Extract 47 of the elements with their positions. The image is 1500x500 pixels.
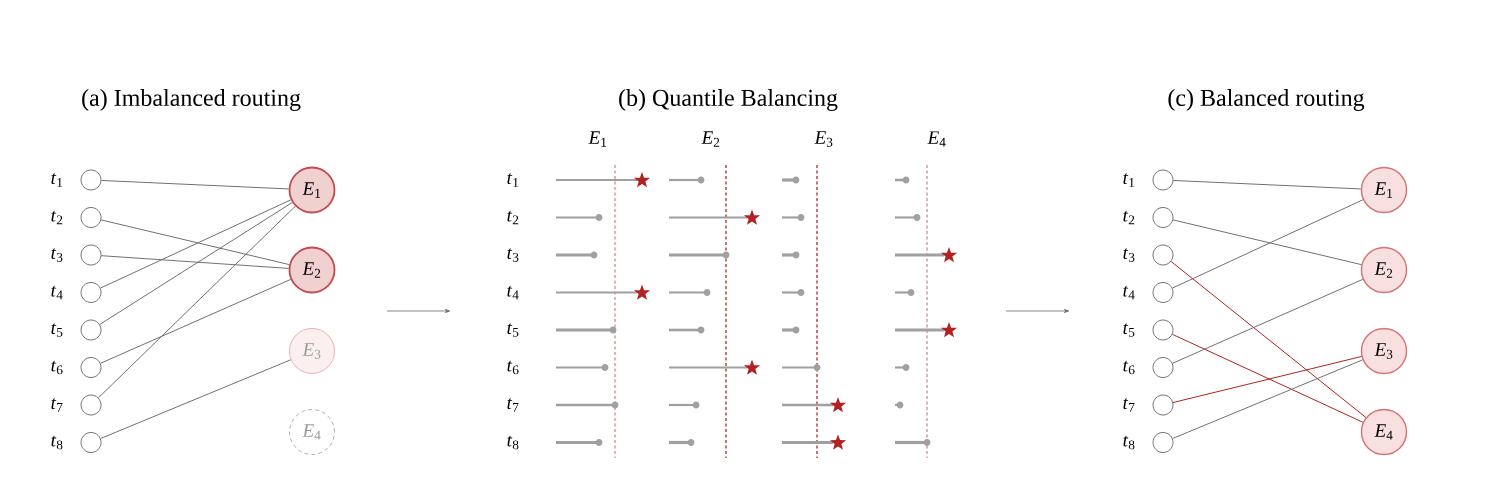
routing-line	[100, 278, 292, 364]
routing-line	[1172, 356, 1362, 403]
token-label: t$_{8}$	[1123, 435, 1135, 450]
token-label: t$_{8}$	[51, 435, 63, 450]
expert-label: E$_{2}$	[701, 131, 720, 147]
token-label: t$_{6}$	[51, 360, 63, 375]
routing-line	[1172, 219, 1362, 266]
routing-line	[1172, 179, 1362, 190]
token-label: t$_{3}$	[507, 248, 519, 262]
routing-line	[99, 202, 293, 325]
token-label: t$_{4}$	[1123, 285, 1135, 300]
routing-line	[1172, 278, 1364, 364]
expert-label: E$_{1}$	[588, 131, 607, 147]
token-label: t$_{6}$	[1123, 360, 1135, 375]
token-label: t$_{2}$	[1123, 210, 1135, 225]
panel-title: (b) Quantile Balancing	[619, 89, 838, 111]
token-label: t$_{2}$	[51, 210, 63, 225]
routing-line	[100, 219, 290, 266]
panel-title: (a) Imbalanced routing	[82, 89, 301, 111]
token-label: t$_{4}$	[51, 285, 63, 300]
routing-line	[100, 359, 292, 439]
expert-label: E$_{3}$	[814, 131, 833, 147]
token-label: t$_{1}$	[1123, 173, 1135, 187]
routing-line	[1170, 261, 1367, 418]
token-label: t$_{1}$	[507, 173, 519, 187]
token-label: t$_{5}$	[507, 323, 519, 337]
token-label: t$_{1}$	[51, 173, 63, 187]
routing-line	[100, 255, 290, 269]
token-label: t$_{4}$	[507, 285, 519, 300]
token-label: t$_{3}$	[51, 248, 63, 262]
expert-label: E$_{4}$	[927, 131, 946, 147]
routing-line	[98, 205, 296, 399]
routing-line	[100, 179, 290, 190]
token-label: t$_{8}$	[507, 435, 519, 450]
token-label: t$_{7}$	[1123, 398, 1135, 412]
routing-line	[100, 199, 292, 289]
token-label: t$_{7}$	[507, 398, 519, 412]
routing-line	[1172, 333, 1364, 423]
routing-line	[1172, 359, 1364, 439]
token-label: t$_{6}$	[507, 360, 519, 375]
token-label: t$_{5}$	[1123, 323, 1135, 337]
token-label: t$_{7}$	[51, 398, 63, 412]
token-label: t$_{5}$	[51, 323, 63, 337]
routing-line	[1172, 199, 1364, 289]
panel-title: (c) Balanced routing	[1168, 89, 1365, 111]
token-label: t$_{2}$	[507, 210, 519, 225]
token-label: t$_{3}$	[1123, 248, 1135, 262]
